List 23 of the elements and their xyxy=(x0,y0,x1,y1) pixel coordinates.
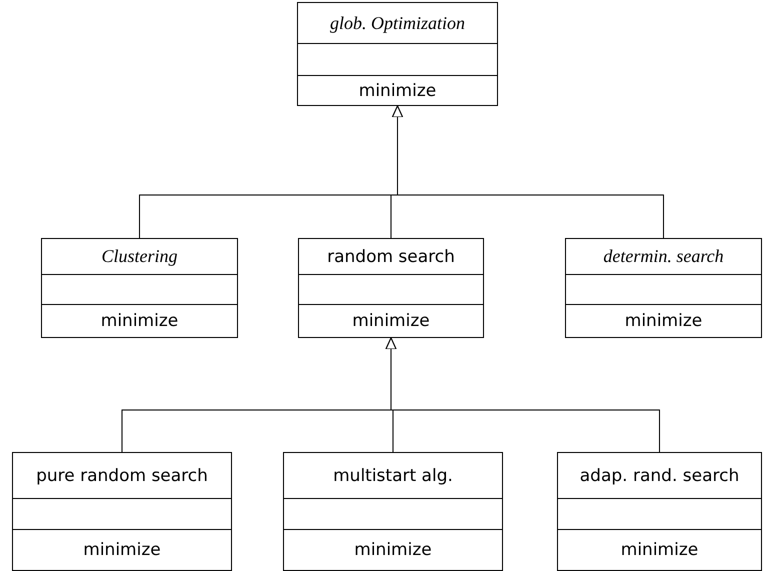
class-name: multistart alg. xyxy=(333,466,453,486)
method-name: minimize xyxy=(620,540,698,560)
method-name: minimize xyxy=(358,80,436,100)
method-name: minimize xyxy=(624,311,702,331)
class-box xyxy=(298,238,484,338)
class-name: adap. rand. search xyxy=(580,466,740,486)
class-box xyxy=(283,452,503,571)
method-name: minimize xyxy=(100,311,178,331)
method-name: minimize xyxy=(352,311,430,331)
class-name: determin. search xyxy=(603,246,724,267)
class-name: pure random search xyxy=(36,466,208,486)
class-box xyxy=(297,2,498,106)
class-box xyxy=(41,238,238,338)
class-box xyxy=(557,452,762,571)
class-name: random search xyxy=(327,246,455,266)
class-name: Clustering xyxy=(101,246,178,267)
inheritance-arrow xyxy=(392,106,664,238)
class-box xyxy=(12,452,232,571)
inheritance-arrow xyxy=(386,338,660,452)
class-box xyxy=(565,238,762,338)
method-name: minimize xyxy=(354,540,432,560)
method-name: minimize xyxy=(83,540,161,560)
class-name: glob. Optimization xyxy=(330,12,465,34)
